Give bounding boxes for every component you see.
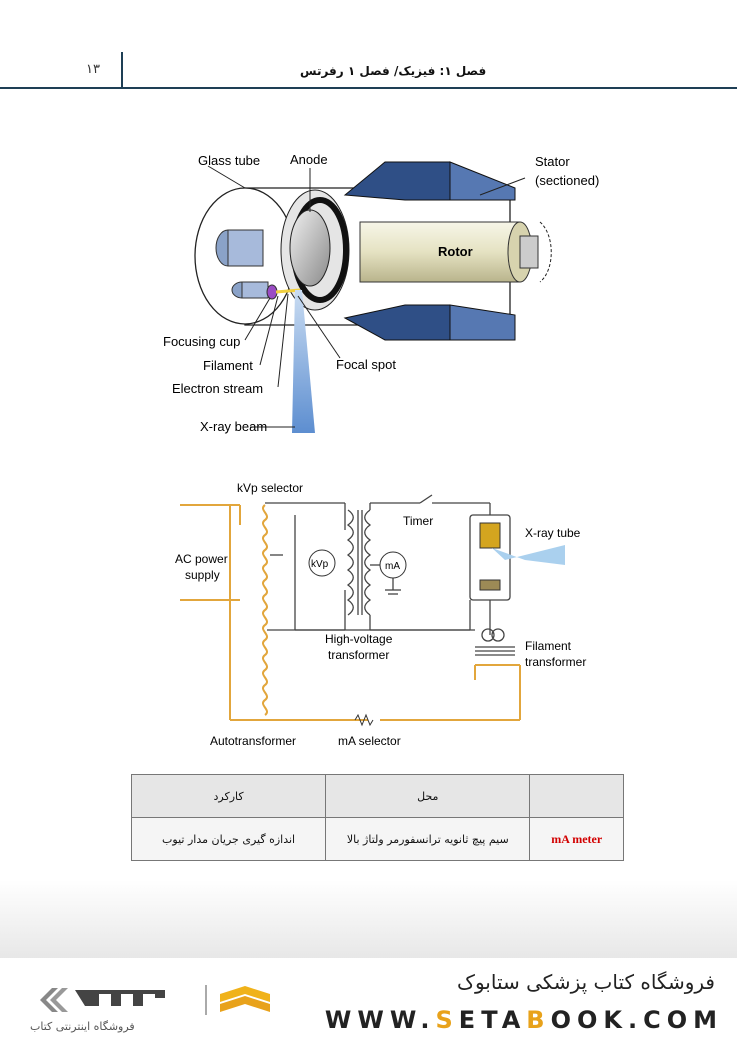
label-filament-transformer: transformer xyxy=(525,655,586,669)
ma-meter xyxy=(379,551,407,579)
anode xyxy=(289,209,331,287)
label-focusing-cup: Focusing cup xyxy=(163,334,240,349)
cell-name: mA meter xyxy=(529,817,624,861)
label-stator: Stator xyxy=(535,154,570,169)
cathode-block xyxy=(479,522,501,549)
url-part-s: S xyxy=(435,1006,459,1034)
label-high-voltage: High-voltage xyxy=(325,632,393,646)
label-kvp: kVp xyxy=(311,559,329,570)
store-name: فروشگاه کتاب پزشکی ستابوک xyxy=(457,970,715,994)
rotor xyxy=(359,221,521,283)
header-location: محل xyxy=(325,774,531,818)
table-row: اندازه گیری جریان مدار تیوب سیم پیچ ثانو… xyxy=(130,817,624,861)
label-autotransformer: Autotransformer xyxy=(210,734,296,748)
autotransformer-coil xyxy=(262,504,268,716)
hv-secondary xyxy=(364,509,372,616)
circuit-figure: kVp selector Timer AC power supply kVp m… xyxy=(175,481,586,748)
filament-coil xyxy=(481,628,505,642)
hv-primary xyxy=(346,509,354,616)
logo-subtitle: فروشگاه اینترنتی کتاب xyxy=(30,1020,135,1033)
label-hv-transformer: transformer xyxy=(328,648,389,662)
label-stator-sub: (sectioned) xyxy=(535,173,599,188)
url-part-www: WWW. xyxy=(324,1006,436,1034)
label-glass-tube: Glass tube xyxy=(198,153,260,168)
info-table: کارکرد محل اندازه گیری جریان مدار تیوب س… xyxy=(130,774,624,861)
header-function: کارکرد xyxy=(130,774,327,818)
url-part-ook: OOK.COM xyxy=(550,1006,723,1034)
xray-beam xyxy=(292,290,315,433)
label-timer: Timer xyxy=(403,514,433,528)
stator-top xyxy=(343,161,451,201)
cell-function: اندازه گیری جریان مدار تیوب xyxy=(130,817,327,861)
setabook-logo[interactable] xyxy=(30,980,290,1020)
label-supply: supply xyxy=(185,568,220,582)
header-empty xyxy=(529,774,624,818)
label-electron-stream: Electron stream xyxy=(172,381,263,396)
page-header: ۱۳ فصل ۱: فیزیک/ فصل ۱ رفرتس xyxy=(0,0,737,90)
label-ac-power: AC power xyxy=(175,552,228,566)
label-focal-spot: Focal spot xyxy=(336,357,396,372)
label-rotor: Rotor xyxy=(438,244,473,259)
cell-location: سیم پیچ ثانویه ترانسفورمر ولتاژ بالا xyxy=(325,817,531,861)
xray-output xyxy=(492,545,565,565)
label-filament: Filament xyxy=(203,358,253,373)
label-ma: mA xyxy=(385,561,400,572)
footer xyxy=(0,958,737,1042)
label-xray-tube: X-ray tube xyxy=(525,526,581,540)
power-lines xyxy=(180,504,521,721)
xray-tube-figure: Glass tube Anode Stator (sectioned) Roto… xyxy=(163,152,599,434)
table-header-row: کارکرد محل xyxy=(130,774,624,818)
website-url[interactable]: WWW.SETABOOK.COM xyxy=(325,1006,723,1034)
filament xyxy=(266,284,278,300)
header-rule xyxy=(0,87,737,89)
label-ma-selector: mA selector xyxy=(338,734,401,748)
label-xray-beam: X-ray beam xyxy=(200,419,267,434)
chapter-title: فصل ۱: فیزیک/ فصل ۱ رفرتس xyxy=(300,64,487,78)
header-divider xyxy=(121,52,123,88)
label-anode: Anode xyxy=(290,152,328,167)
url-part-b: B xyxy=(526,1006,551,1034)
anode-block xyxy=(479,579,501,591)
label-kvp-selector: kVp selector xyxy=(237,481,303,495)
kvp-meter xyxy=(308,549,336,577)
label-filament: Filament xyxy=(525,639,572,653)
url-part-eta: ETA xyxy=(458,1006,527,1034)
page-number: ۱۳ xyxy=(86,62,100,77)
